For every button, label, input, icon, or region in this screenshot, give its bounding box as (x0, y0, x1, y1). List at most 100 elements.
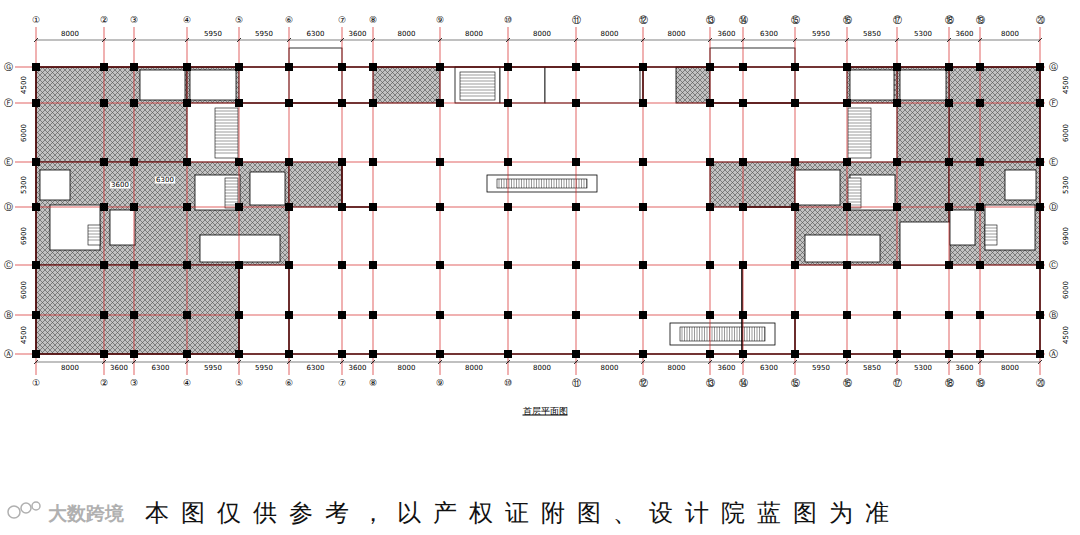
dimension-text: 6300 (306, 365, 326, 372)
escalator-step (584, 179, 585, 188)
hatched-zone (847, 67, 897, 103)
dimension-tick (34, 38, 38, 42)
stair-tread (225, 190, 238, 191)
room-outline (900, 70, 946, 100)
stair-tread (848, 120, 871, 121)
structural-column (843, 311, 851, 319)
dimension-tick (371, 38, 375, 42)
dimension-tick (845, 38, 849, 42)
structural-column (285, 350, 293, 358)
stair-tread (225, 184, 238, 185)
structural-column (639, 311, 647, 319)
escalator-step (759, 327, 760, 341)
axis-number: ⑧ (368, 16, 378, 25)
structural-column (893, 158, 901, 166)
stair-tread (848, 193, 861, 194)
structural-column (285, 63, 293, 71)
structural-column (791, 203, 799, 211)
stair-tread (215, 117, 238, 118)
dimension-text: 8000 (667, 365, 687, 372)
axis-line (1040, 27, 1041, 375)
dimension-tick (34, 360, 38, 364)
stair-tread (848, 144, 871, 145)
stair-tread (848, 123, 871, 124)
structural-column (1036, 350, 1044, 358)
stair-tread (848, 181, 861, 182)
escalator-step (687, 327, 688, 341)
escalator-step (564, 179, 565, 188)
structural-column (893, 311, 901, 319)
escalator-step (734, 327, 735, 341)
stair-tread (460, 96, 495, 97)
escalator-step (704, 327, 705, 341)
dimension-tick (287, 38, 291, 42)
structural-column (436, 158, 444, 166)
stair-symbol (460, 72, 495, 100)
structural-column (100, 261, 108, 269)
axis-number: ⑯ (842, 16, 853, 25)
room-outline (455, 67, 500, 103)
stair-tread (848, 153, 871, 154)
room-outline (110, 210, 135, 245)
escalator-step (699, 327, 700, 341)
escalator-step (504, 179, 505, 188)
structural-column (100, 63, 108, 71)
axis-line (134, 27, 135, 375)
dimension-text: 3600 (717, 365, 737, 372)
escalator-step (501, 179, 502, 188)
stair-tread (215, 114, 238, 115)
axis-letter: Ⓓ (1048, 203, 1059, 212)
escalator-step (749, 327, 750, 341)
stair-symbol (848, 108, 871, 158)
structural-column (504, 99, 512, 107)
dimension-text: 5950 (203, 365, 223, 372)
stair-tread (215, 126, 238, 127)
escalator-step (732, 327, 733, 341)
structural-column (369, 99, 377, 107)
room-outline (795, 170, 840, 205)
escalator-step (499, 179, 500, 188)
watermark: 大数跨境 (48, 504, 124, 523)
structural-column (235, 350, 243, 358)
axis-line (15, 207, 1045, 208)
dimension-text: 8000 (60, 365, 80, 372)
structural-column (1036, 311, 1044, 319)
drawing-title: 首层平面图 (523, 407, 568, 416)
structural-column (100, 158, 108, 166)
axis-number: ⑭ (738, 16, 749, 25)
dimension-text: 6900 (21, 226, 28, 246)
axis-number: ⑭ (738, 379, 749, 388)
dimension-tick (506, 38, 510, 42)
stair-tread (225, 181, 238, 182)
structural-column (1036, 203, 1044, 211)
dimension-tick (506, 360, 510, 364)
stair-tread (985, 231, 997, 232)
structural-column (235, 99, 243, 107)
structural-column (639, 203, 647, 211)
room-outline (500, 67, 545, 103)
axis-number: ⑩ (503, 379, 513, 388)
stair-tread (460, 75, 495, 76)
escalator-step (539, 179, 540, 188)
hatched-zone (795, 162, 949, 265)
escalator-step (692, 327, 693, 341)
room-outline (289, 48, 342, 103)
stair-tread (215, 135, 238, 136)
stair-box (985, 225, 997, 245)
escalator-step (519, 179, 520, 188)
dimension-tick (132, 38, 136, 42)
escalator-step (744, 327, 745, 341)
watermark-logo (8, 502, 40, 518)
axis-letter: Ⓒ (1048, 261, 1059, 270)
stair-tread (848, 147, 871, 148)
structural-column (436, 63, 444, 71)
structural-column (235, 158, 243, 166)
structural-column (739, 350, 747, 358)
stair-tread (848, 196, 861, 197)
stair-tread (848, 150, 871, 151)
dimension-text: 5950 (254, 365, 274, 372)
dimension-text: 3600 (955, 31, 975, 38)
stair-tread (848, 117, 871, 118)
stair-tread (985, 240, 997, 241)
